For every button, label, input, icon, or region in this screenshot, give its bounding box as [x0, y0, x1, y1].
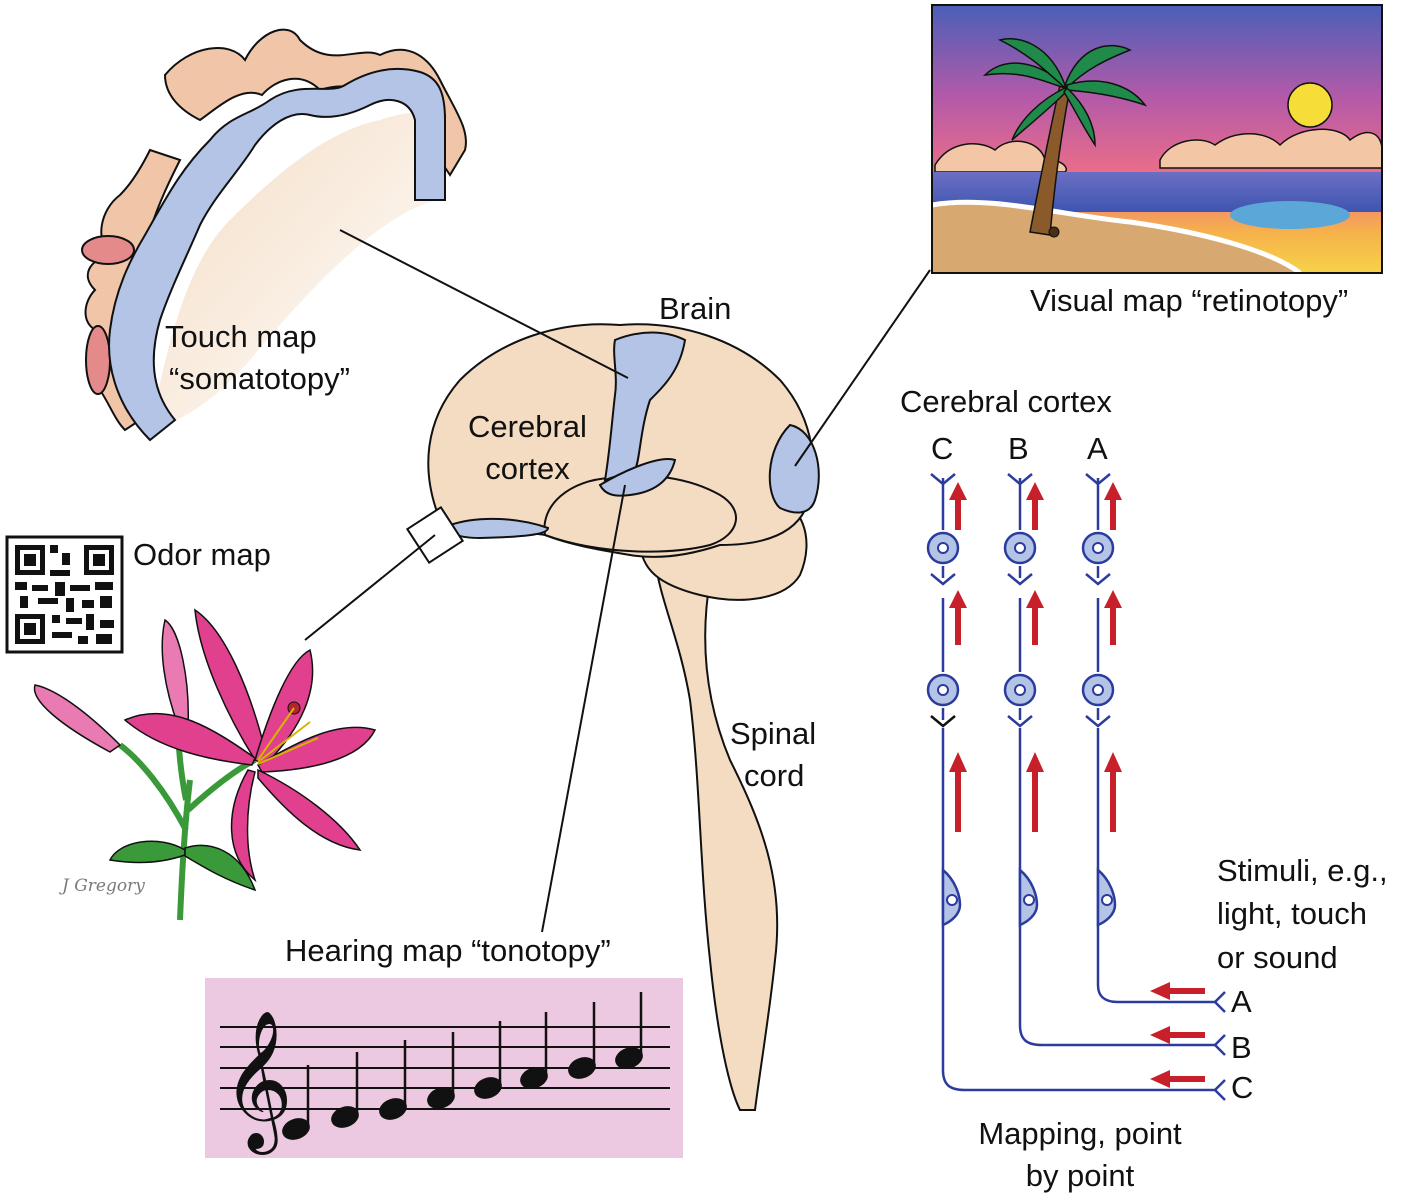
- touch-map-illustration: [81, 28, 467, 442]
- coconut: [1048, 226, 1060, 238]
- top-letter-c: C: [931, 431, 954, 466]
- visual-area: [768, 423, 820, 514]
- somatosensory-area: [603, 331, 687, 482]
- sun: [1287, 82, 1333, 128]
- sun-reflection: [1230, 201, 1350, 229]
- bottom-letter-b: B: [1231, 1030, 1252, 1065]
- brain-illustration: [405, 323, 820, 1111]
- label-stimuli-line3: or sound: [1217, 939, 1338, 975]
- treble-clef: 𝄞: [222, 1010, 293, 1155]
- neuron-cell-bodies: [926, 531, 1117, 927]
- signal-arrows: [949, 482, 1205, 1088]
- leaf-left: [108, 840, 186, 864]
- label-cerebral-cortex: Cerebral cortex: [450, 406, 605, 490]
- label-odor-map: Odor map: [133, 537, 271, 572]
- top-letter-b: B: [1008, 431, 1029, 466]
- homunculus-body: [163, 28, 467, 177]
- label-spinal-cord-line2: cord: [744, 757, 805, 793]
- homunculus-tongue: [85, 325, 111, 395]
- palm-leaves: [982, 38, 1148, 148]
- pathway-axons: [930, 473, 1226, 1101]
- top-letter-a: A: [1087, 431, 1108, 466]
- label-hearing-map: Hearing map “tonotopy”: [285, 933, 611, 968]
- label-visual-map: Visual map “retinotopy”: [1030, 283, 1349, 318]
- somatosensory-cortex-strip: [108, 67, 446, 442]
- bud-left: [33, 684, 122, 753]
- qr-code: [5, 535, 124, 654]
- auditory-area: [598, 458, 677, 497]
- clouds-right: [1159, 128, 1383, 169]
- lily-illustration: [33, 608, 377, 921]
- label-mapping-line1: Mapping, point: [978, 1116, 1182, 1151]
- label-mapping-line2: by point: [1025, 1157, 1135, 1193]
- pathway-diagram: [926, 473, 1226, 1101]
- lily-flower: [123, 608, 377, 883]
- beach-scene-illustration: [931, 4, 1383, 275]
- music-staff: 𝄞: [205, 978, 683, 1158]
- leaf-right: [184, 844, 257, 892]
- label-stimuli: Stimuli, e.g., light, touch or sound: [1217, 849, 1388, 979]
- label-brain: Brain: [659, 291, 732, 326]
- label-cerebral-cortex-line2: cortex: [485, 450, 570, 486]
- label-spinal-cord-line1: Spinal: [730, 716, 817, 751]
- bottom-letter-c: C: [1231, 1070, 1254, 1105]
- label-stimuli-line1: Stimuli, e.g.,: [1217, 853, 1388, 888]
- label-mapping: Mapping, point by point: [955, 1113, 1205, 1197]
- cortex-strip-background: [150, 112, 440, 430]
- connector-lines: [304, 229, 931, 933]
- bud-top: [161, 618, 190, 729]
- notes: [282, 992, 643, 1140]
- label-cerebral-cortex-line1: Cerebral: [468, 409, 587, 444]
- label-touch-map: Touch map “somatotopy”: [165, 316, 350, 400]
- beach-frame: [931, 4, 1383, 274]
- label-touch-map-line2: “somatotopy”: [169, 360, 350, 396]
- bottom-letter-a: A: [1231, 984, 1252, 1019]
- clouds-left: [934, 140, 1067, 173]
- label-touch-map-line1: Touch map: [165, 319, 317, 354]
- temporal-lobe: [543, 474, 737, 553]
- surf-foam: [931, 199, 1302, 275]
- label-stimuli-line2: light, touch: [1217, 896, 1367, 932]
- artist-signature: J Gregory: [62, 876, 145, 896]
- homunculus-lips: [81, 235, 135, 265]
- label-cerebral-cortex-header: Cerebral cortex: [900, 384, 1112, 419]
- label-spinal-cord: Spinal cord: [730, 713, 816, 797]
- spinal-cord: [653, 558, 779, 1111]
